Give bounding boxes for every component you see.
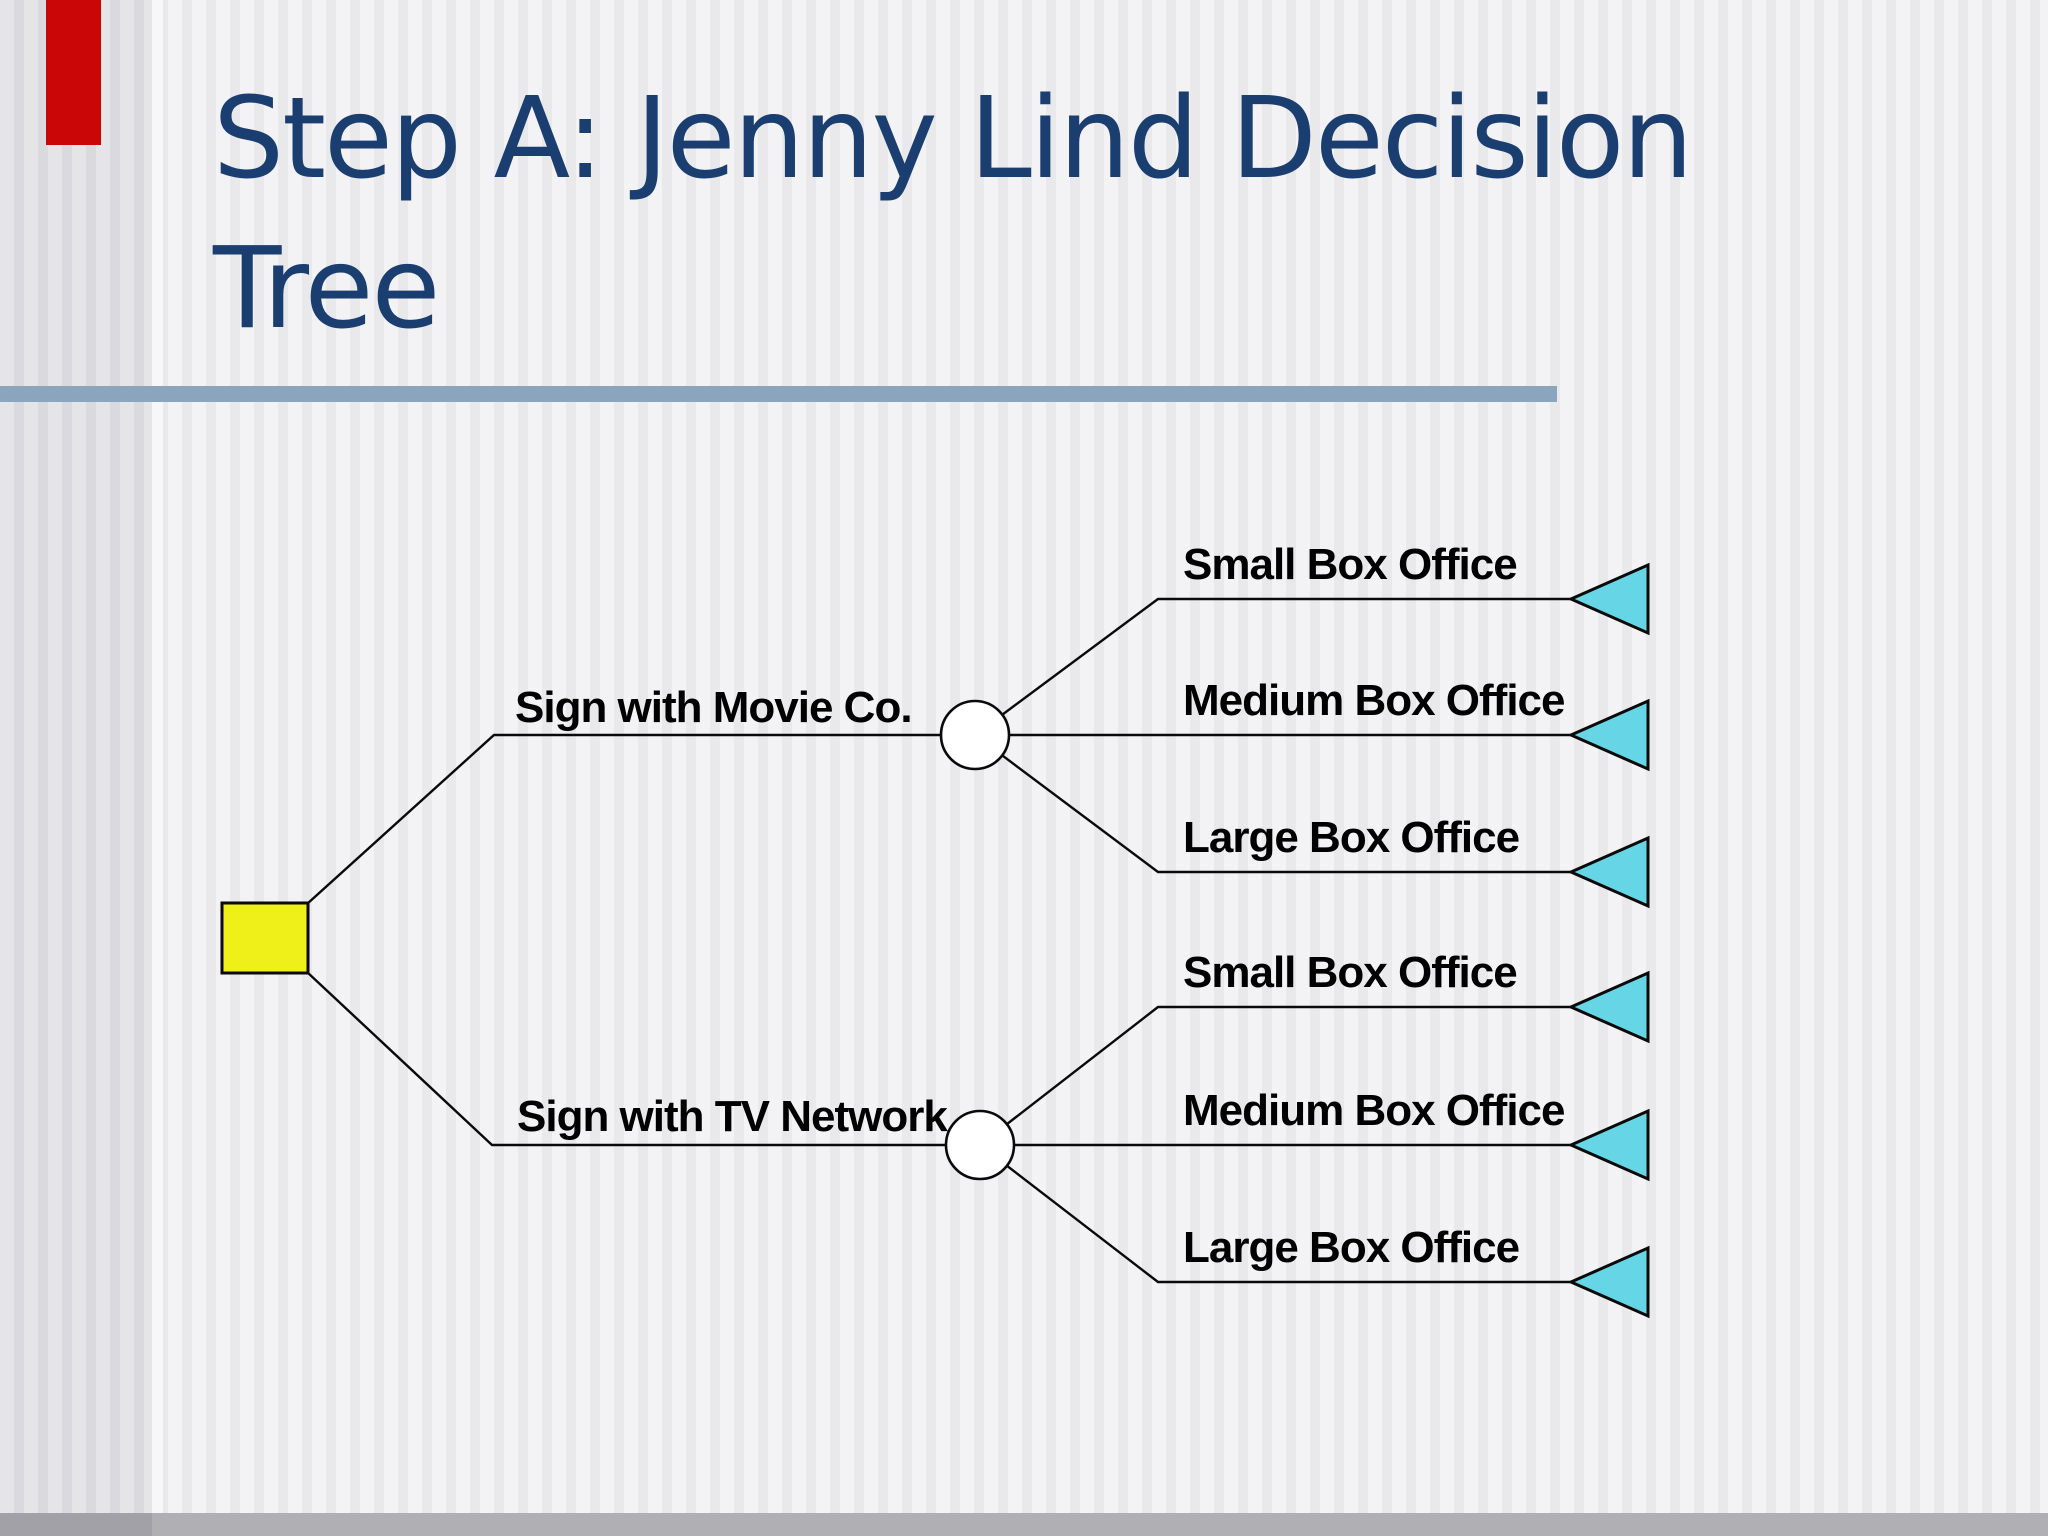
terminal-node-movie-medium <box>1567 698 1650 772</box>
slide-title-line-1: Step A: Jenny Lind Decision <box>213 74 1693 204</box>
bottom-bar-left-segment <box>0 1513 152 1536</box>
terminal-node-tv-small <box>1567 970 1650 1044</box>
slide-title: Step A: Jenny Lind Decision Tree <box>213 64 1693 364</box>
branch-line-tv-small <box>979 1005 1571 1146</box>
title-divider <box>0 386 1557 402</box>
outcome-label-tv-small: Small Box Office <box>1183 948 1518 997</box>
branch-line-movie-small <box>974 597 1571 736</box>
left-stripe-band <box>0 0 152 1536</box>
slide-title-line-2: Tree <box>213 224 440 354</box>
bottom-bar <box>0 1513 2048 1536</box>
terminal-node-movie-large <box>1567 835 1650 909</box>
branch-line-movie <box>306 733 975 905</box>
branch-label-movie: Sign with Movie Co. <box>515 683 913 732</box>
outcome-label-movie-large: Large Box Office <box>1183 813 1520 862</box>
branch-line-tv <box>306 971 980 1147</box>
terminal-node-tv-medium <box>1567 1108 1650 1182</box>
branch-label-tv: Sign with TV Network <box>517 1092 948 1141</box>
outcome-label-tv-large: Large Box Office <box>1183 1223 1520 1272</box>
outcome-label-movie-medium: Medium Box Office <box>1183 676 1565 725</box>
terminal-node-tv-large <box>1567 1245 1650 1319</box>
terminal-node-movie-small <box>1567 562 1650 636</box>
outcome-label-tv-medium: Medium Box Office <box>1183 1086 1565 1135</box>
outcome-label-movie-small: Small Box Office <box>1183 540 1518 589</box>
branch-line-tv-large <box>979 1144 1571 1284</box>
branch-line-movie-large <box>974 734 1571 874</box>
chance-node-movie <box>939 699 1011 771</box>
red-accent-bar <box>46 0 101 145</box>
decision-node <box>220 901 310 975</box>
left-stripe-band-gap <box>152 0 163 1536</box>
chance-node-tv <box>944 1109 1016 1181</box>
